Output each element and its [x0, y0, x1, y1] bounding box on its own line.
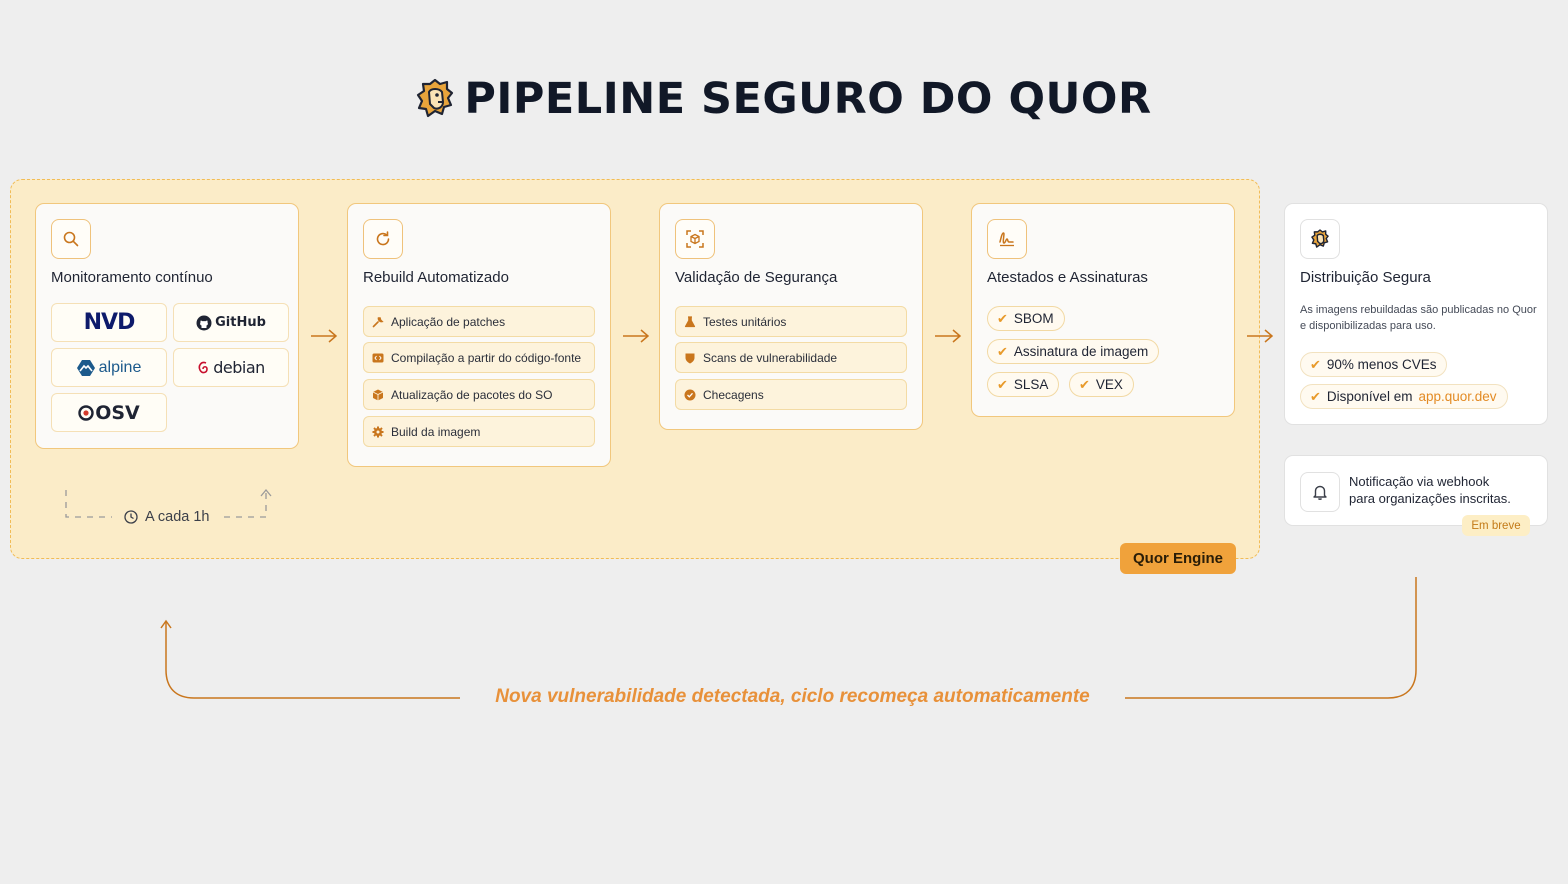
title-text: PIPELINE SEGURO DO QUOR [464, 74, 1152, 124]
code-icon [372, 353, 384, 362]
frequency-loop-connector [65, 488, 272, 518]
github-icon [196, 315, 212, 330]
refresh-icon [363, 219, 403, 259]
rebuild-step: Atualização de pacotes do SO [363, 379, 595, 410]
distribution-pill-cves: ✔ 90% menos CVEs [1300, 352, 1448, 377]
alpine-icon [76, 359, 95, 376]
frequency-label: A cada 1h [120, 509, 214, 525]
quor-lion-logo-icon [416, 78, 454, 120]
check-icon: ✔ [1310, 388, 1321, 404]
alpine-label: alpine [98, 358, 142, 376]
gear-icon [372, 426, 384, 437]
notification-card: Notificação via webhook para organizaçõe… [1284, 455, 1548, 526]
check-icon: ✔ [1310, 356, 1321, 372]
attest-pill-signature: ✔ Assinatura de imagem [987, 339, 1160, 364]
validation-title: Validação de Segurança [675, 269, 838, 286]
validation-card: Validação de Segurança Testes unitários … [659, 203, 923, 430]
rebuild-title: Rebuild Automatizado [363, 269, 509, 286]
clock-icon [124, 510, 138, 524]
check-icon: ✔ [997, 376, 1008, 392]
arrow-right-icon [935, 329, 962, 343]
check-icon: ✔ [997, 343, 1008, 359]
check-icon: ✔ [1079, 376, 1090, 392]
distribution-description: As imagens rebuildadas são publicadas no… [1300, 304, 1537, 332]
debian-label: debian [213, 358, 265, 377]
wrench-icon [372, 316, 384, 327]
distribution-title: Distribuição Segura [1300, 269, 1431, 286]
osv-label: OSV [95, 401, 140, 424]
search-icon [51, 219, 91, 259]
source-debian: debian [173, 348, 289, 387]
rebuild-card: Rebuild Automatizado Aplicação de patche… [347, 203, 611, 467]
monitor-title: Monitoramento contínuo [51, 269, 213, 286]
arrow-right-icon [311, 329, 338, 343]
check-icon: ✔ [997, 310, 1008, 326]
github-label: GitHub [215, 315, 266, 330]
package-icon [372, 389, 384, 400]
source-alpine: alpine [51, 348, 167, 387]
frequency-text: A cada 1h [145, 509, 210, 525]
validation-step: Checagens [675, 379, 907, 410]
arrow-right-icon [1247, 329, 1274, 343]
page-title: PIPELINE SEGURO DO QUOR [0, 74, 1568, 124]
cycle-restart-label: Nova vulnerabilidade detectada, ciclo re… [460, 686, 1125, 708]
flask-icon [684, 315, 696, 327]
osv-icon [78, 404, 94, 421]
monitor-card: Monitoramento contínuo NVD GitHub alpine… [35, 203, 299, 449]
attest-pill-slsa: ✔ SLSA [987, 372, 1060, 397]
source-nvd: NVD [51, 303, 167, 342]
app-link[interactable]: app.quor.dev [1418, 389, 1497, 404]
validation-step: Testes unitários [675, 306, 907, 337]
distribution-pill-available: ✔ Disponível em app.quor.dev [1300, 384, 1508, 409]
shield-icon [685, 353, 695, 363]
signature-icon [987, 219, 1027, 259]
scan-cube-icon [675, 219, 715, 259]
attest-card: Atestados e Assinaturas ✔ SBOM ✔ Assinat… [971, 203, 1235, 417]
rebuild-step: Compilação a partir do código-fonte [363, 342, 595, 373]
rebuild-step: Aplicação de patches [363, 306, 595, 337]
quor-logo-icon [1300, 219, 1340, 259]
attest-title: Atestados e Assinaturas [987, 269, 1148, 286]
check-circle-icon [684, 389, 696, 400]
notification-text: Notificação via webhook para organizaçõe… [1349, 474, 1511, 506]
source-github: GitHub [173, 303, 289, 342]
validation-step: Scans de vulnerabilidade [675, 342, 907, 373]
attest-pill-sbom: ✔ SBOM [987, 306, 1065, 331]
arrow-right-icon [623, 329, 650, 343]
bell-icon [1300, 472, 1340, 512]
quor-engine-badge: Quor Engine [1120, 543, 1236, 574]
rebuild-step: Build da imagem [363, 416, 595, 447]
distribution-card: Distribuição Segura As imagens rebuildad… [1284, 203, 1548, 425]
source-osv: OSV [51, 393, 167, 432]
coming-soon-badge: Em breve [1462, 515, 1530, 536]
attest-pill-vex: ✔ VEX [1069, 372, 1134, 397]
debian-swirl-icon [198, 361, 209, 373]
nvd-logo: NVD [83, 310, 136, 335]
